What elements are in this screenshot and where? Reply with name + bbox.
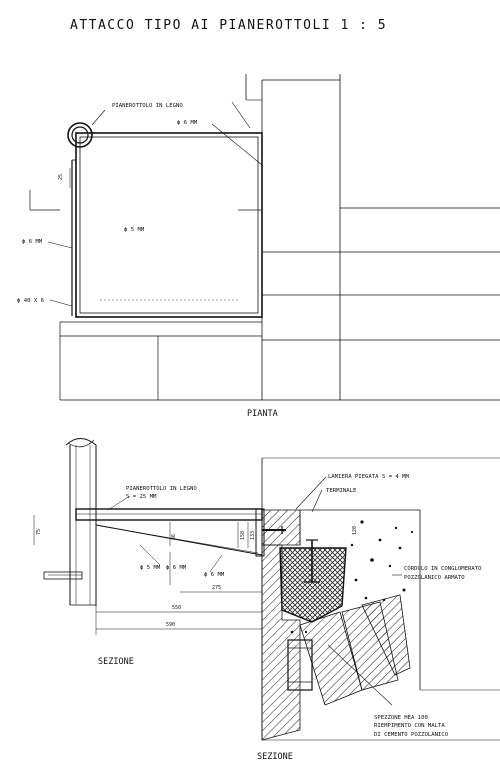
dim-133: 133 (250, 531, 256, 540)
hea-block (279, 539, 347, 691)
plan-caption: PIANTA (247, 409, 278, 419)
section-label-landing: PIANEROTTOLO IN LEGNO (126, 486, 197, 492)
dim-120: 120 (352, 526, 358, 535)
plan-view (29, 74, 500, 401)
section-label-hea-3: DI CEMENTO POZZOLANICO (374, 732, 449, 738)
plan-label-flat: ϕ 40 X 6 (17, 298, 44, 304)
plan-label-d6-top: ϕ 6 MM (177, 120, 198, 126)
dim-75: 75 (36, 529, 42, 535)
plan-dim-25: 25 (58, 174, 64, 180)
dim-550: 550 (172, 605, 181, 611)
dim-36: 36 (171, 534, 177, 540)
section-label-thickness: S = 25 MM (126, 494, 157, 500)
drawing-title: ATTACCO TIPO AI PIANEROTTOLI 1 : 5 (70, 18, 387, 33)
dim-275: 275 (212, 585, 221, 591)
plan-label-d5: ϕ 5 MM (124, 227, 145, 233)
section-label-curb-2: POZZOLANICO ARMATO (404, 575, 465, 581)
concrete-aggregate (290, 520, 414, 634)
section-label-sheet: LAMIERA PIEGATA S = 4 MM (328, 474, 409, 480)
plan-label-d6-left: ϕ 6 MM (22, 239, 43, 245)
section-label-terminal: TERMINALE (326, 488, 357, 494)
dim-590: 590 (166, 622, 175, 628)
section-label-curb-1: CORDOLO IN CONGLOMERATO (404, 566, 482, 572)
section-label-d6b: ϕ 6 MM (204, 572, 225, 578)
section-label-d5: ϕ 5 MM (140, 565, 161, 571)
section-label-d6a: ϕ 6 MM (166, 565, 187, 571)
section-label-hea-2: RIEMPIMENTO CON MALTA (374, 723, 445, 729)
plan-label-landing: PIANEROTTOLO IN LEGNO (112, 103, 183, 109)
section-caption-inner: SEZIONE (98, 657, 134, 667)
section-caption-bottom: SEZIONE (257, 752, 293, 761)
section-hatch (261, 509, 411, 741)
dim-158: 158 (240, 531, 246, 540)
section-label-hea-1: SPEZZONE HEA 100 (374, 715, 428, 721)
